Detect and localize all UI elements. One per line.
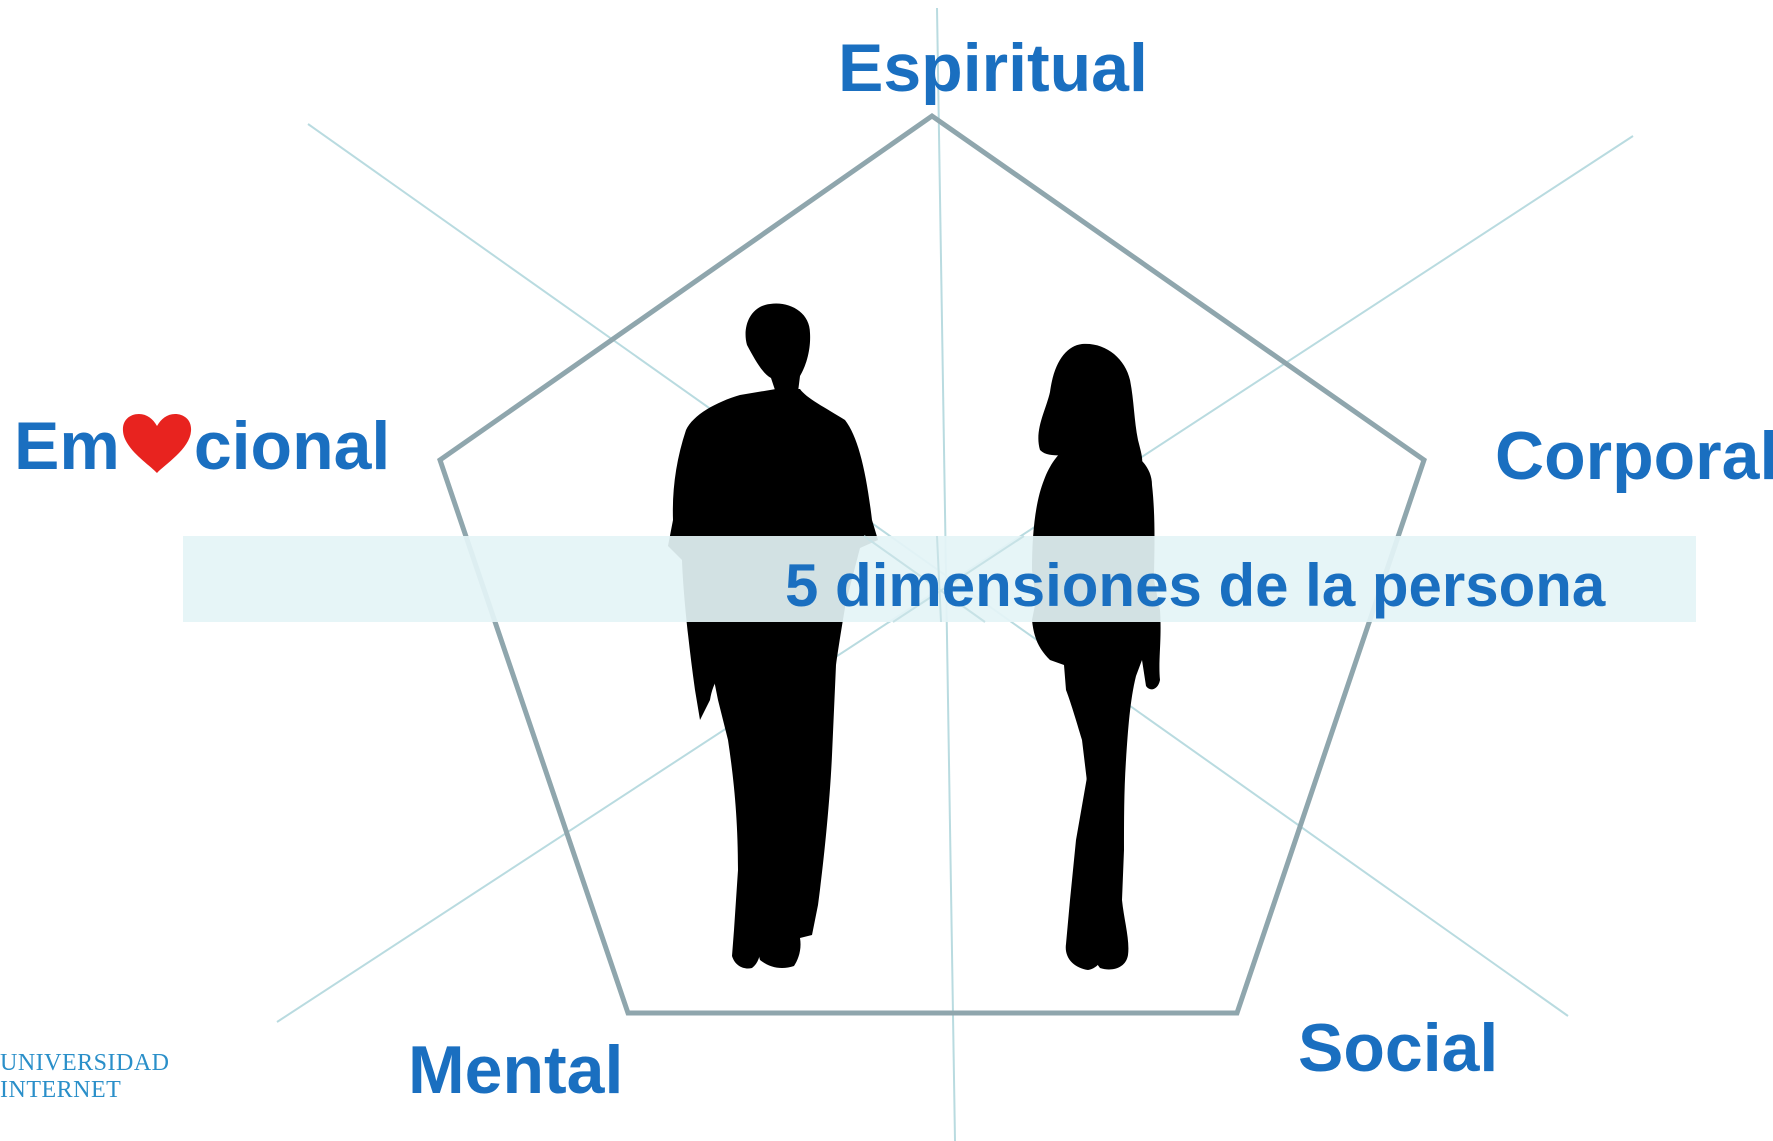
logo-line-2: INTERNET [0,1077,122,1103]
label-espiritual: Espiritual [838,30,1148,106]
logo-line-1: UNIVERSIDAD [0,1050,170,1076]
diagram-title: 5 dimensiones de la persona [785,552,1606,619]
university-logo: UNIVERSIDAD INTERNET [0,1050,170,1104]
man-head [745,303,811,393]
man-silhouette [668,303,878,969]
heart-icon [122,414,191,473]
label-emocional-suffix: cional [193,408,391,484]
label-emocional-prefix: Em [14,408,120,484]
pentagon-outline [437,112,1427,1016]
woman-silhouette [1032,343,1161,970]
man-legs [700,610,772,969]
woman-hair-head [1038,343,1143,480]
woman-left-leg [1065,760,1112,970]
label-social: Social [1298,1010,1499,1086]
label-mental: Mental [408,1032,624,1108]
man-body [668,389,878,968]
label-corporal: Corporal [1495,418,1773,494]
